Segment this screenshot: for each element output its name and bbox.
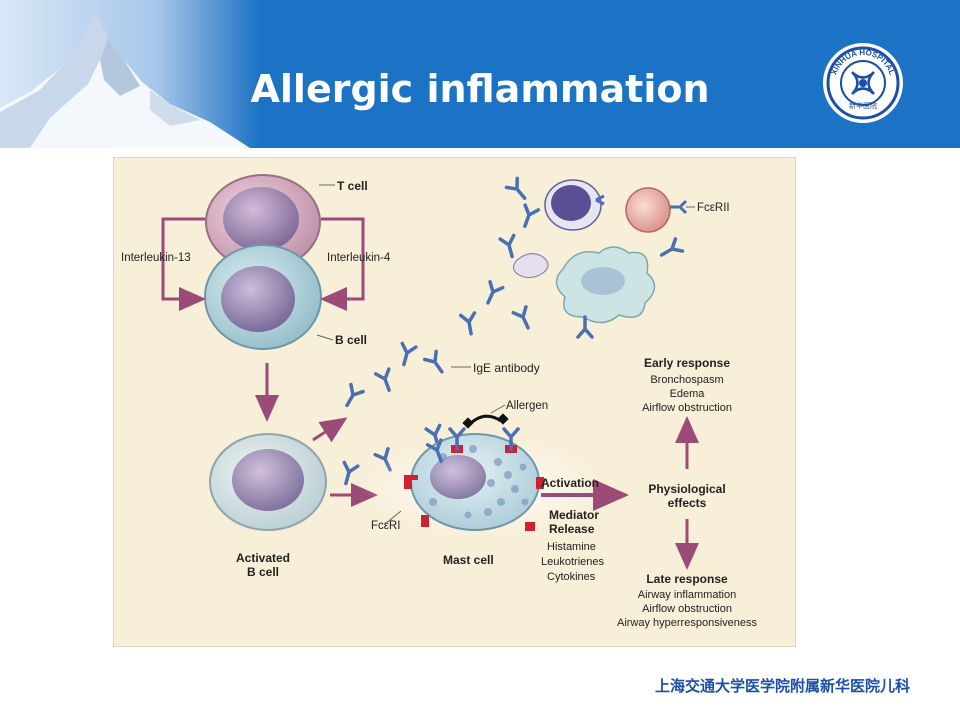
slide-header: Allergic inflammation XINHUA HOSPITAL 新华… [0, 0, 960, 148]
t-cell [205, 174, 321, 270]
mediator-label-line1: Mediator [549, 508, 599, 522]
macrophage-cell [555, 246, 656, 324]
activation-label: Activation [541, 476, 599, 490]
early-response-item-1: Bronchospasm [650, 374, 723, 386]
mediator-label-line2: Release [549, 522, 595, 536]
interleukin-13-arrow [161, 217, 206, 311]
header-background [0, 0, 960, 148]
interleukin-4-arrow [320, 217, 365, 311]
early-response-item-2: Edema [670, 388, 706, 400]
physiological-label-line1: Physiological [648, 482, 725, 496]
late-response-item-1: Airway inflammation [638, 589, 736, 601]
leukotrienes-label: Leukotrienes [541, 556, 604, 568]
allergen-leader-line [490, 404, 506, 414]
logo-center-text: 新华医院 [849, 101, 877, 110]
platelet-cell [512, 253, 549, 279]
cytokines-label: Cytokines [547, 571, 596, 583]
mast-cell [363, 433, 603, 537]
footer-institution-text: 上海交通大学医学院附属新华医院儿科 [654, 677, 910, 695]
allergen-label: Allergen [506, 400, 548, 412]
interleukin-4-label: Interleukin-4 [327, 252, 391, 264]
late-response-item-3: Airway hyperresponsiveness [617, 617, 758, 629]
fceri-leader-line [384, 510, 402, 525]
hospital-logo: XINHUA HOSPITAL 新华医院 [823, 43, 903, 123]
mast-cell-label: Mast cell [443, 553, 494, 567]
mountain-image [0, 14, 250, 148]
fcerii-label: FcεRII [697, 202, 730, 214]
early-response-item-3: Airflow obstruction [642, 402, 732, 414]
ige-antibody-label: IgE antibody [473, 361, 540, 375]
allergic-pathway-diagram: T cell B cell Interleukin-13 Interleukin… [113, 157, 796, 647]
late-response-item-2: Airflow obstruction [642, 603, 732, 615]
activated-b-cell [209, 433, 327, 531]
physiological-label-line2: effects [668, 496, 707, 510]
activated-b-cell-label-line2: B cell [247, 565, 279, 579]
logo-emblem-icon [851, 71, 875, 95]
b-cell [204, 244, 322, 350]
allergen-icon [462, 413, 509, 429]
fceri-label: FcεRI [371, 520, 400, 532]
b-cell-label: B cell [335, 333, 367, 347]
ige-release-arrow [312, 417, 348, 443]
early-response-title: Early response [644, 356, 730, 370]
activated-b-cell-label-line1: Activated [236, 551, 290, 565]
b-cell-leader-line [316, 334, 334, 341]
basophil-cell [544, 179, 605, 231]
histamine-label: Histamine [547, 541, 596, 553]
slide-title: Allergic inflammation [250, 67, 710, 111]
t-cell-label: T cell [337, 179, 368, 193]
interleukin-13-label: Interleukin-13 [121, 252, 191, 264]
late-response-title: Late response [646, 572, 728, 586]
eosinophil-cell [625, 187, 688, 233]
